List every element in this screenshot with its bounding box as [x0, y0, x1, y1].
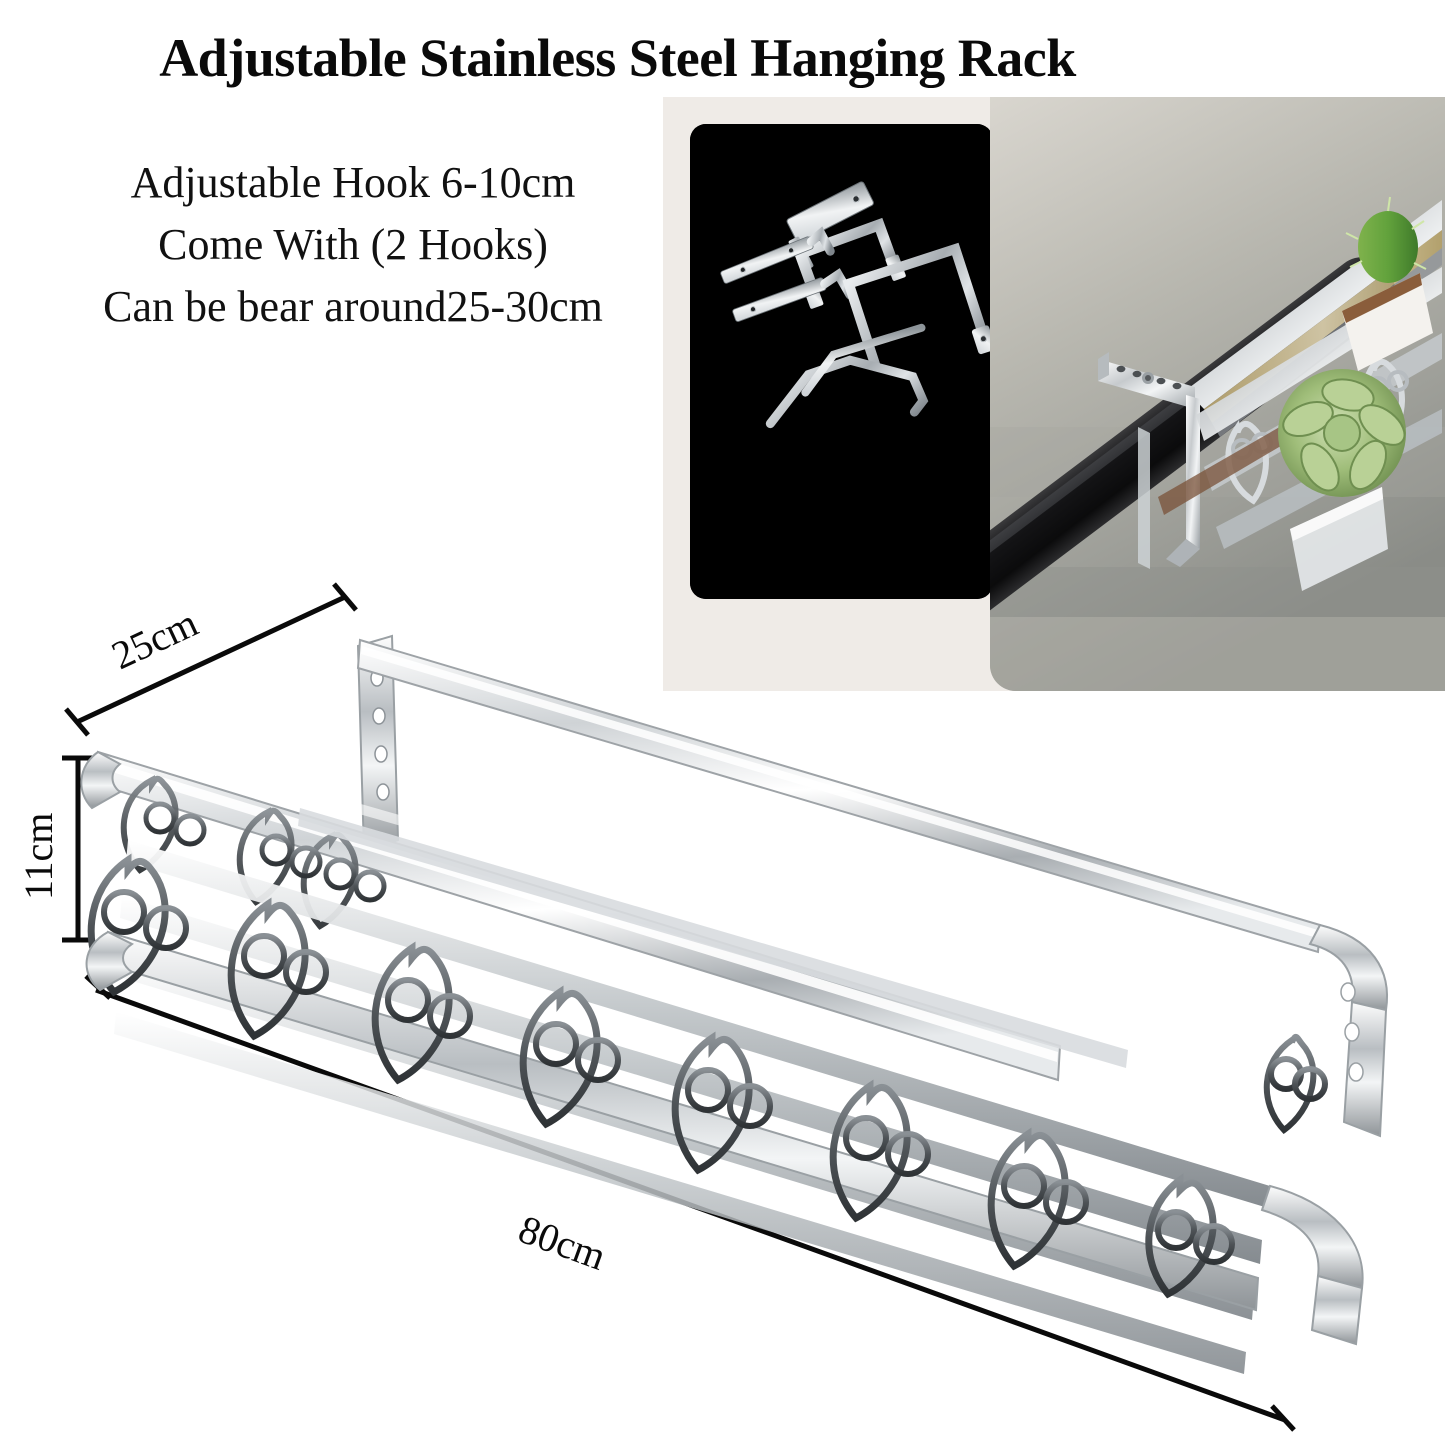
rack-mounted-on-railing-photo — [990, 97, 1445, 691]
page-title: Adjustable Stainless Steel Hanging Rack — [159, 28, 1076, 88]
dimension-label-width: 80cm — [513, 1206, 612, 1279]
photo-composite — [663, 97, 1445, 691]
product-illustration: 25cm 11cm 80cm — [0, 540, 1445, 1445]
dimension-label-depth: 25cm — [105, 600, 205, 678]
dimension-line-depth — [64, 582, 358, 737]
spec-text-block: Adjustable Hook 6-10cm Come With (2 Hook… — [58, 152, 648, 338]
spec-line-hook-count: Come With (2 Hooks) — [158, 220, 548, 269]
adjustable-hook-hardware-photo — [690, 124, 993, 599]
spec-line-bearing: Can be bear around25-30cm — [103, 282, 603, 331]
hanging-rack-drawing — [80, 634, 1388, 1374]
spec-line-hook-range: Adjustable Hook 6-10cm — [130, 158, 576, 207]
dimension-label-height: 11cm — [16, 813, 61, 900]
